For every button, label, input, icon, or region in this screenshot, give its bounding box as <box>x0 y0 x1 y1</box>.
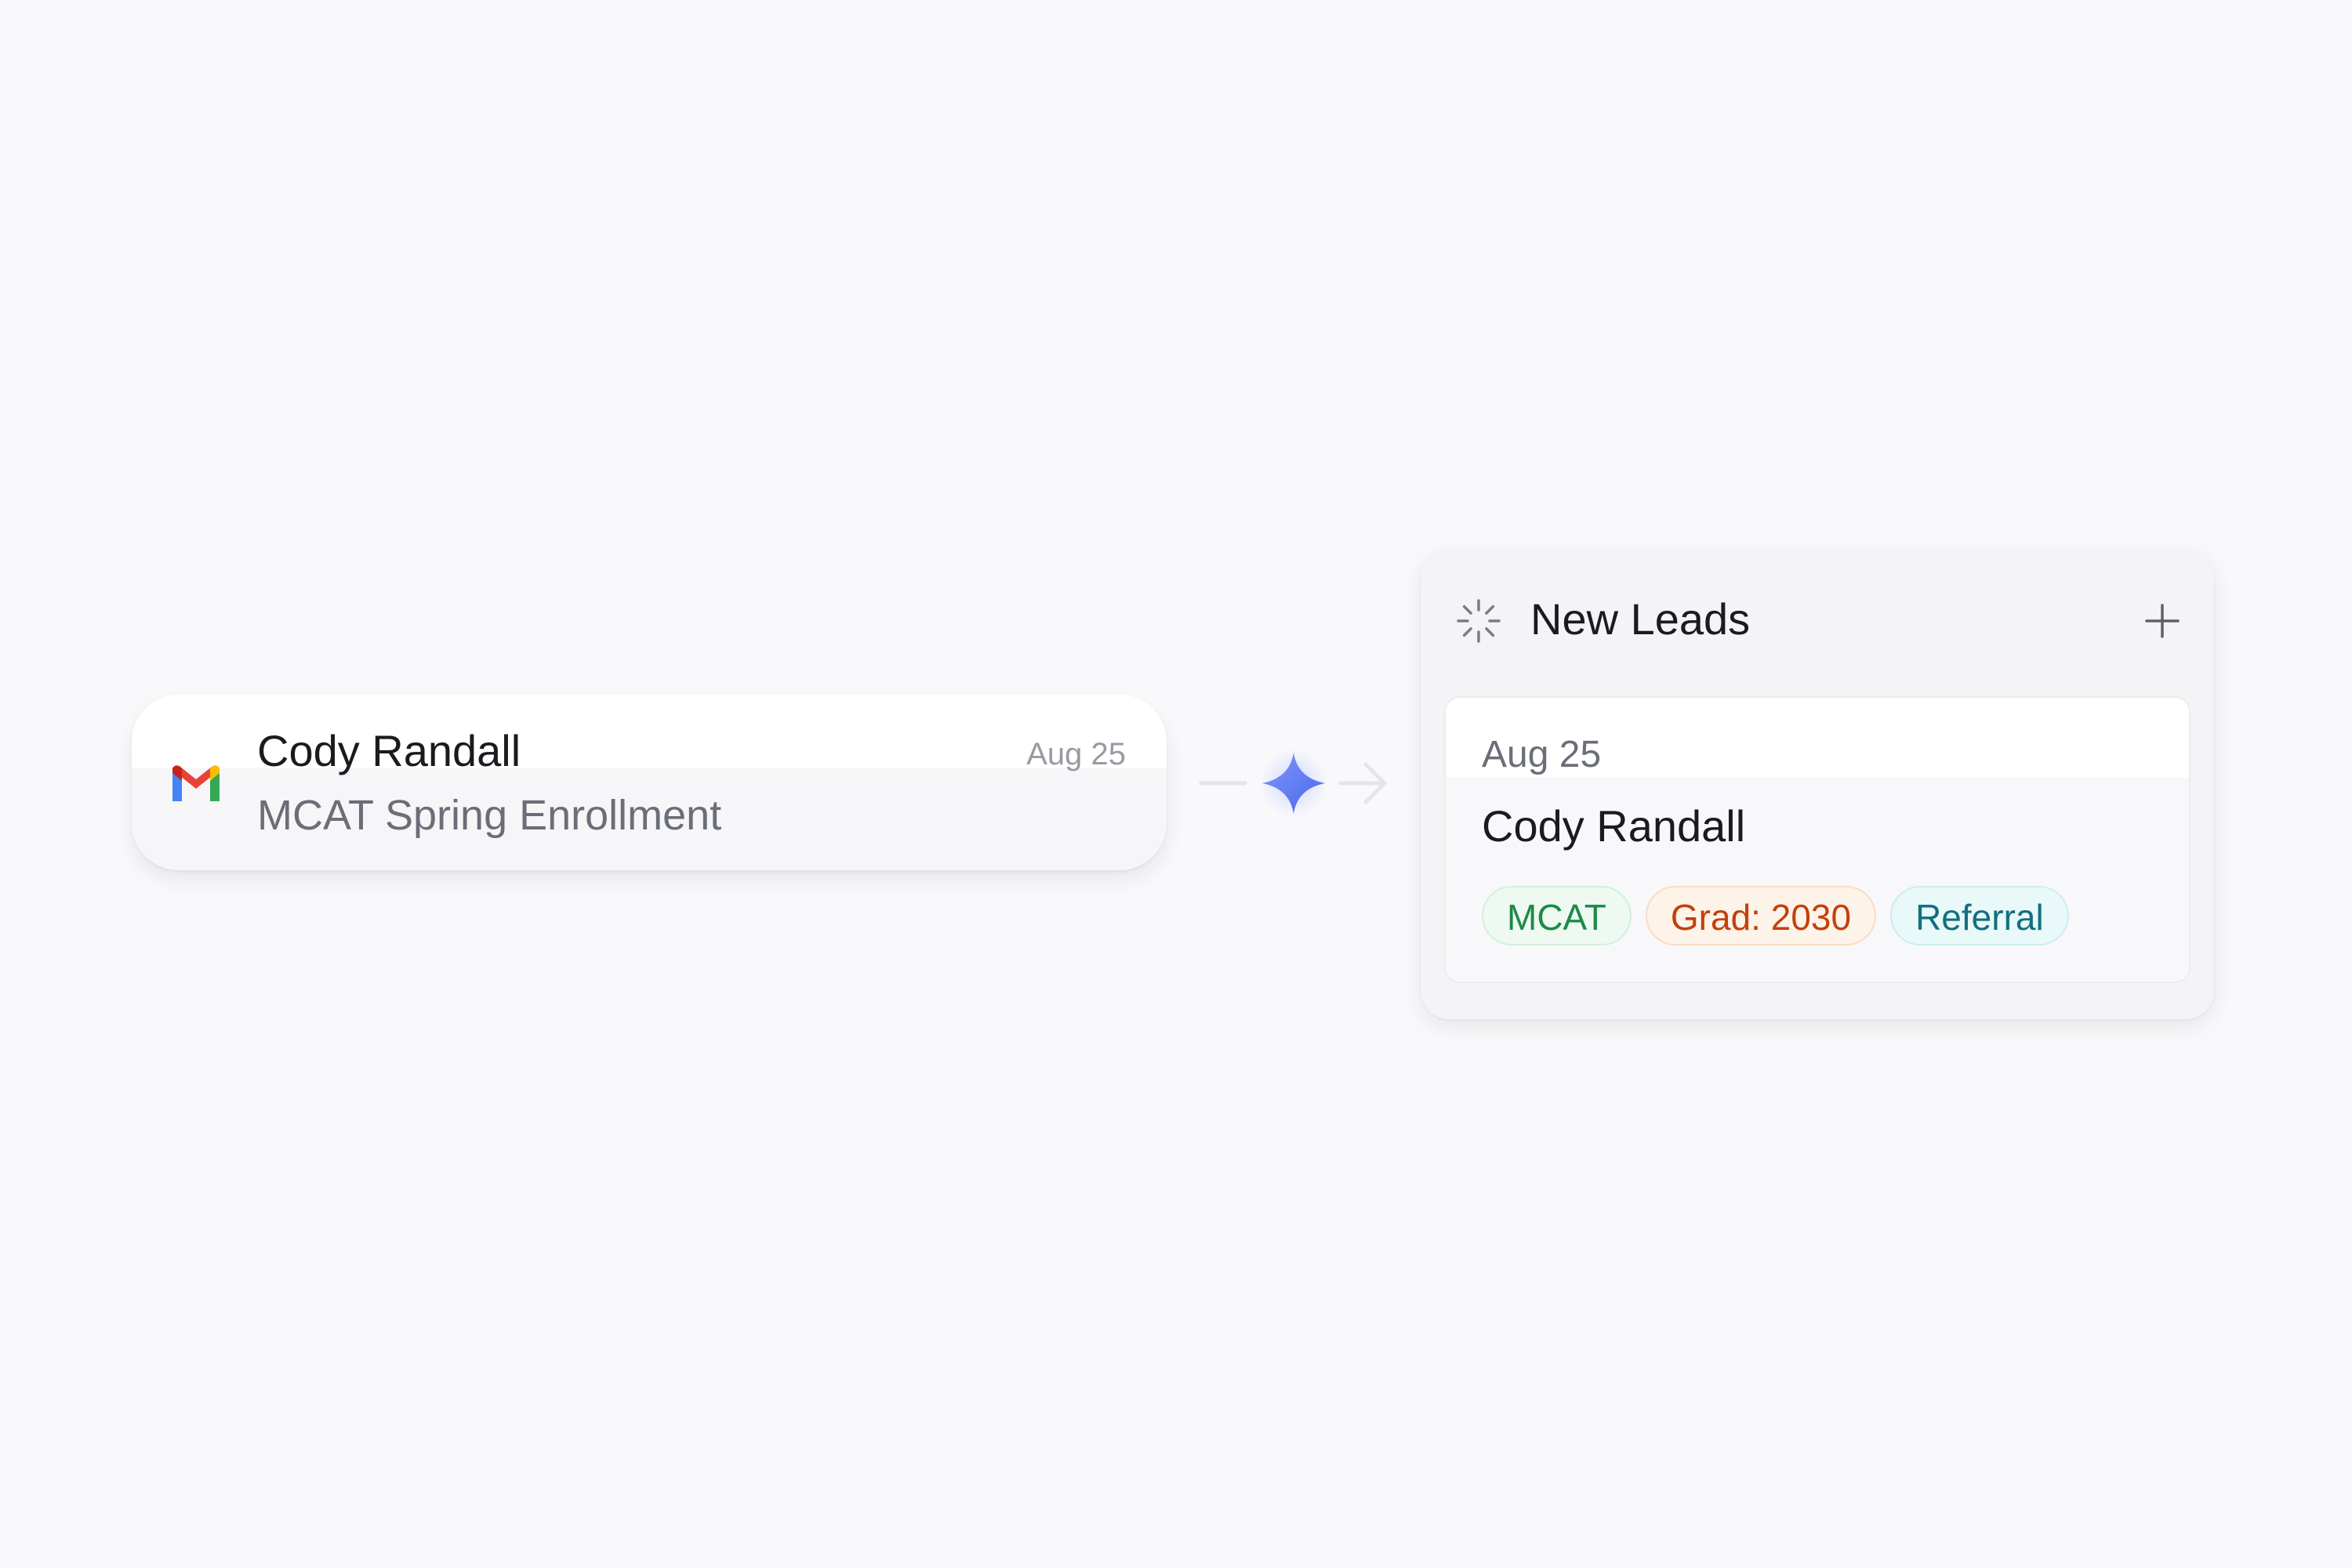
loading-spinner-icon <box>1455 597 1502 644</box>
leads-column: New Leads Aug 25 Cody Randall MCAT Grad:… <box>1421 549 2214 1019</box>
lead-date: Aug 25 <box>1482 734 1602 775</box>
add-lead-button[interactable] <box>2139 597 2186 644</box>
email-date: Aug 25 <box>1026 737 1126 771</box>
tag-referral: Referral <box>1890 886 2069 946</box>
plus-icon <box>2145 604 2180 638</box>
gmail-icon <box>169 764 223 804</box>
email-sender: Cody Randall <box>257 726 521 775</box>
tag-list: MCAT Grad: 2030 Referral <box>1482 886 2069 946</box>
sparkle-icon <box>1262 753 1325 814</box>
lead-card[interactable]: Aug 25 Cody Randall MCAT Grad: 2030 Refe… <box>1444 696 2190 983</box>
email-subject: MCAT Spring Enrollment <box>257 792 722 839</box>
arrow-right-icon <box>1338 762 1387 804</box>
tag-grad-year: Grad: 2030 <box>1645 886 1877 946</box>
email-card[interactable]: Cody Randall Aug 25 MCAT Spring Enrollme… <box>132 695 1167 870</box>
lead-name: Cody Randall <box>1482 801 1746 851</box>
tag-mcat: MCAT <box>1482 886 1632 946</box>
connector <box>1198 740 1394 826</box>
column-title: New Leads <box>1530 594 1751 644</box>
